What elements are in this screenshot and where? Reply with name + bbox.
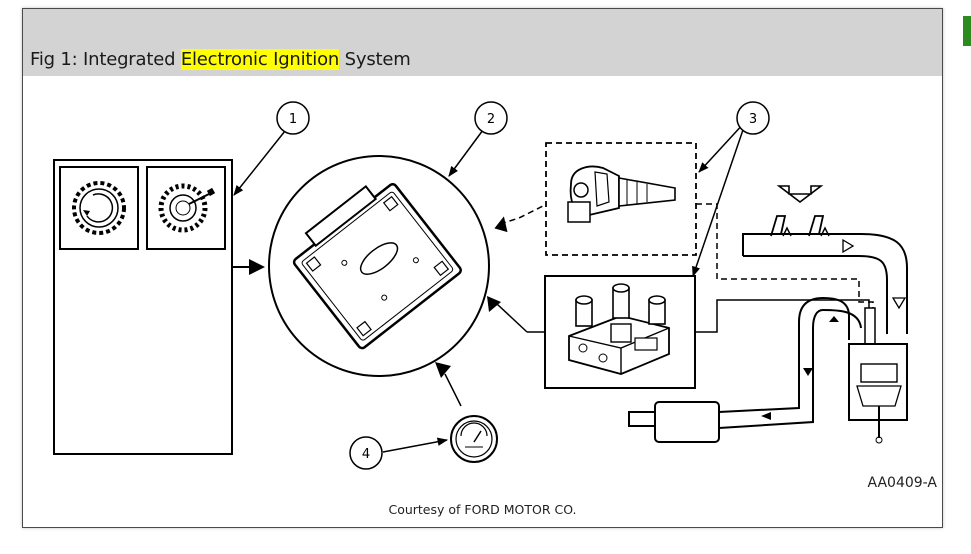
coil-pack-wire <box>695 299 870 333</box>
coil-pack-icon <box>568 283 670 375</box>
gauge-output-arrow <box>435 362 462 407</box>
coil-pack-unit <box>544 275 696 389</box>
caption-highlight-space <box>267 49 274 70</box>
courtesy-credit: Courtesy of FORD MOTOR CO. <box>388 502 577 517</box>
callout-4-label: 4 <box>362 447 370 462</box>
callout-1-label: 1 <box>289 112 297 127</box>
callout-2-label: 2 <box>487 112 495 127</box>
input-arrow-icon <box>249 259 265 275</box>
figure-caption: Fig 1: Integrated Electronic Ignition Sy… <box>30 49 411 70</box>
control-module <box>268 155 490 377</box>
callout-3: 3 <box>692 101 770 277</box>
coil-on-plug-icon <box>567 165 676 223</box>
callout-1: 1 <box>233 101 310 196</box>
engine-cylinder <box>848 307 908 444</box>
coil-on-plug-output-arrow <box>494 205 544 233</box>
crank-sensor-wheel-icon <box>72 181 126 235</box>
callout-4: 4 <box>349 436 449 470</box>
side-tab-indicator <box>963 16 971 46</box>
cam-sensor-wheel-icon <box>158 183 216 233</box>
callout-3-label: 3 <box>749 112 757 127</box>
callout-2: 2 <box>448 101 508 177</box>
figure-container: Fig 1: Integrated Electronic Ignition Sy… <box>22 8 943 528</box>
caption-prefix: Fig 1: Integrated <box>30 49 181 70</box>
caption-suffix: System <box>339 49 411 70</box>
exhaust-system <box>628 296 862 443</box>
pcm-module-icon <box>292 183 462 350</box>
caption-highlight-ignition: Ignition <box>273 49 340 70</box>
muffler-icon <box>654 401 720 443</box>
figure-code: AA0409-A <box>867 475 938 491</box>
sensor-panel <box>53 159 233 455</box>
caption-bar: Fig 1: Integrated Electronic Ignition Sy… <box>23 9 942 76</box>
caption-highlight-electronic: Electronic <box>180 49 268 70</box>
tachometer-gauge-icon <box>450 415 498 463</box>
air-intake-arrow-icon <box>776 185 824 204</box>
coil-pack-output-arrow <box>487 296 545 333</box>
spark-plug-icon <box>864 307 876 349</box>
intake-system <box>742 185 908 334</box>
ignition-system-diagram: 1 2 <box>53 101 908 470</box>
coil-on-plug-unit <box>545 142 697 256</box>
coil-on-plug-wire <box>696 203 874 316</box>
